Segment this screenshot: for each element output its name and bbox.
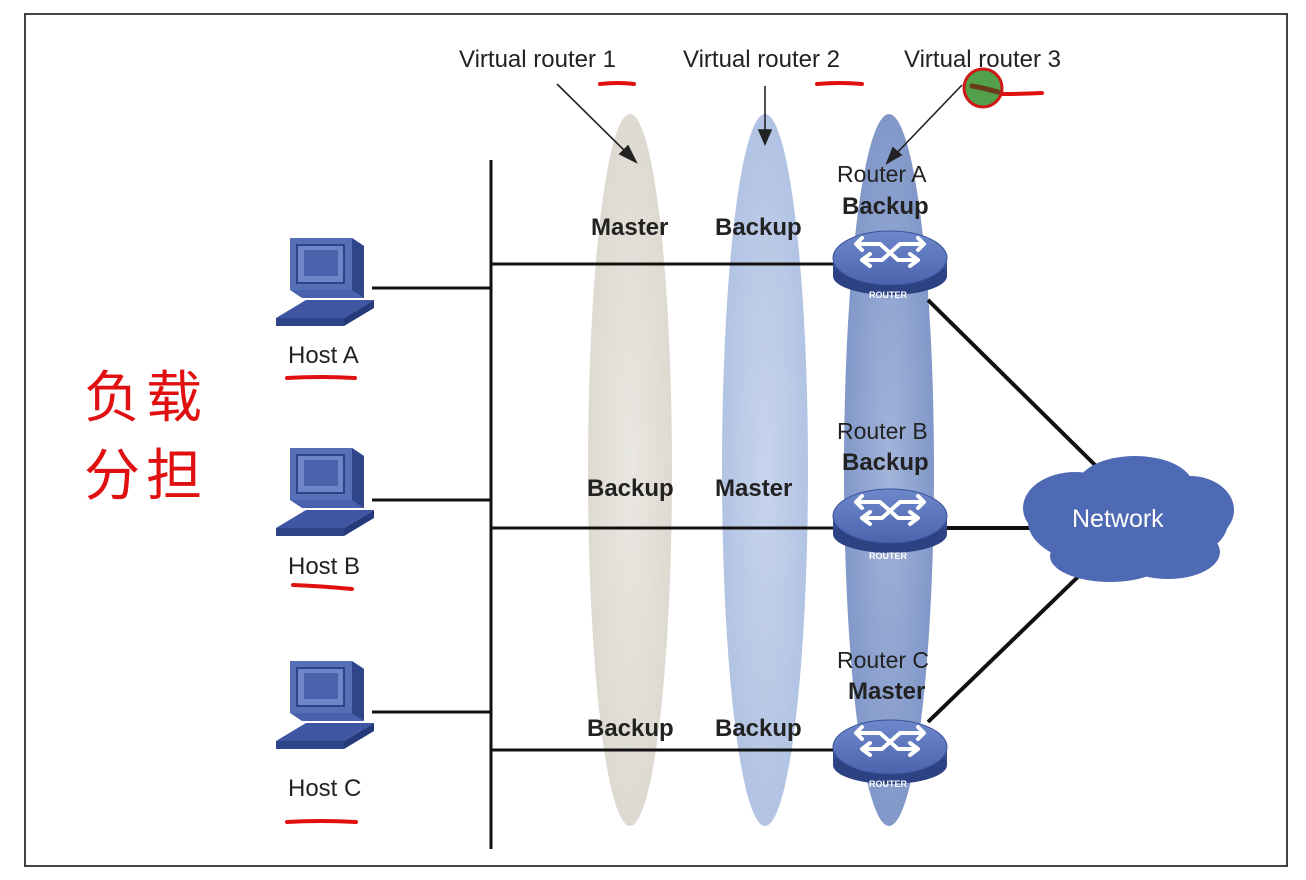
annotation-text-line-2: 分担 (84, 444, 208, 509)
host-b-icon (275, 447, 375, 537)
row-a-vr2-role: Backup (715, 214, 802, 241)
row-b-vr2-role: Master (715, 475, 793, 502)
router-a-name: Router A (837, 161, 927, 187)
label-arrows (556, 83, 963, 165)
host-a-icon (275, 237, 375, 327)
virtual-router-2-label: Virtual router 2 (683, 46, 840, 73)
router-c-name: Router C (837, 647, 930, 673)
row-b-vr1-role: Backup (587, 475, 674, 502)
router-a-icon (831, 229, 949, 297)
router-b-icon (831, 487, 949, 555)
link-router-a-network (926, 298, 1097, 467)
host-b-label: Host B (288, 553, 361, 580)
router-c-icon-text: ROUTER (869, 779, 907, 789)
host-c-icon (275, 660, 375, 750)
virtual-router-3-label: Virtual router 3 (904, 46, 1061, 73)
outer-frame (24, 13, 1288, 867)
virtual-router-1-ellipse (588, 114, 672, 826)
link-router-c-network (926, 568, 1087, 724)
row-a-vr1-role: Master (591, 214, 669, 241)
network-cloud-icon (1023, 456, 1234, 582)
router-b-role: Backup (842, 449, 929, 476)
router-a-icon-text: ROUTER (869, 290, 907, 300)
router-b-name: Router B (837, 418, 928, 444)
host-c-label: Host C (288, 775, 362, 802)
host-a-label: Host A (288, 342, 359, 369)
annotation-text-line-1: 负载 (84, 366, 208, 431)
row-c-vr1-role: Backup (587, 715, 674, 742)
red-underlines (285, 81, 1044, 824)
row-c-vr2-role: Backup (715, 715, 802, 742)
router-b-icon-text: ROUTER (869, 551, 907, 561)
network-label: Network (1072, 505, 1164, 533)
router-c-role: Master (848, 678, 926, 705)
virtual-router-2-ellipse (722, 114, 808, 826)
pointer-marker-mark (969, 83, 1001, 95)
router-a-role: Backup (842, 193, 929, 220)
router-c-icon (831, 718, 949, 786)
virtual-router-1-label: Virtual router 1 (459, 46, 616, 73)
